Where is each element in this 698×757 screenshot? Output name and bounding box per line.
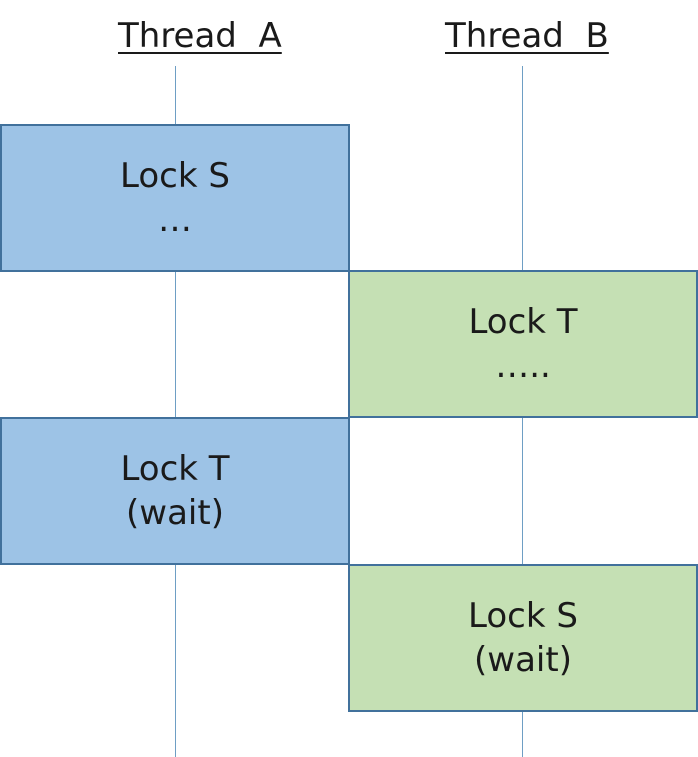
thread-a-header: Thread A (118, 16, 282, 56)
thread-a-lock-s-block: Lock S … (0, 124, 350, 272)
block-sublabel: ….. (495, 346, 551, 386)
thread-a-lock-t-wait-block: Lock T (wait) (0, 417, 350, 565)
thread-b-lock-t-block: Lock T ….. (348, 270, 698, 418)
thread-b-header: Thread B (445, 16, 609, 56)
thread-a-lifeline (175, 66, 176, 757)
block-label: Lock T (468, 302, 578, 342)
block-label: Lock S (120, 156, 230, 196)
block-sublabel: (wait) (474, 640, 572, 680)
thread-b-lock-s-wait-block: Lock S (wait) (348, 564, 698, 712)
block-label: Lock T (120, 449, 230, 489)
block-label: Lock S (468, 596, 578, 636)
block-sublabel: (wait) (126, 493, 224, 533)
block-sublabel: … (158, 200, 192, 240)
